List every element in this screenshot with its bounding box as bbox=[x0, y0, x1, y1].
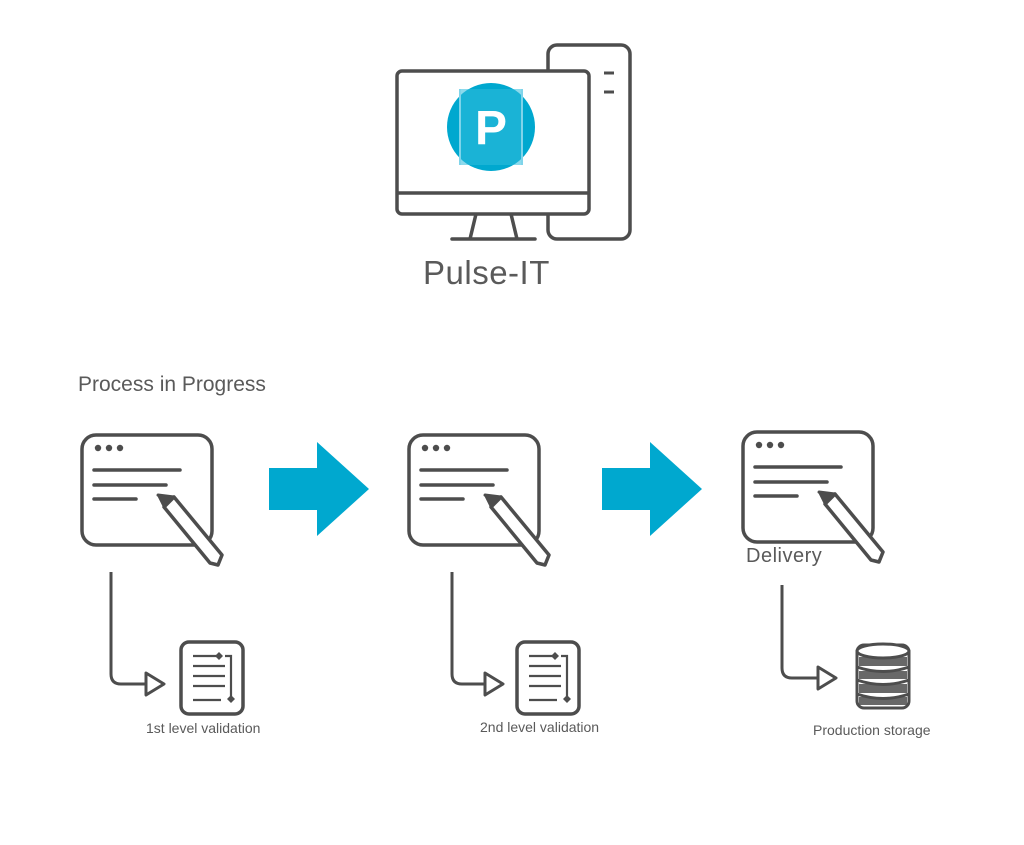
connector-3 bbox=[780, 585, 838, 691]
delivery-label: Delivery bbox=[746, 545, 823, 567]
step2-label: 2nd level validation bbox=[480, 719, 600, 735]
step1-editor-icon bbox=[80, 433, 224, 567]
step3-label: Production storage bbox=[813, 722, 931, 738]
database-icon bbox=[855, 642, 911, 710]
pulse-it-logo: P bbox=[447, 83, 535, 171]
logo-letter: P bbox=[475, 102, 507, 155]
flow-arrow-2-icon bbox=[602, 442, 702, 536]
connector-1 bbox=[109, 572, 166, 697]
step3-editor-icon bbox=[741, 430, 885, 564]
checklist-document-icon bbox=[515, 640, 581, 716]
connector-2 bbox=[450, 572, 505, 697]
step1-label: 1st level validation bbox=[146, 720, 261, 736]
checklist-document-icon bbox=[179, 640, 245, 716]
process-heading: Process in Progress bbox=[78, 373, 266, 396]
app-title: Pulse-IT bbox=[423, 254, 550, 291]
flow-arrow-1-icon bbox=[269, 442, 369, 536]
step2-editor-icon bbox=[407, 433, 551, 567]
